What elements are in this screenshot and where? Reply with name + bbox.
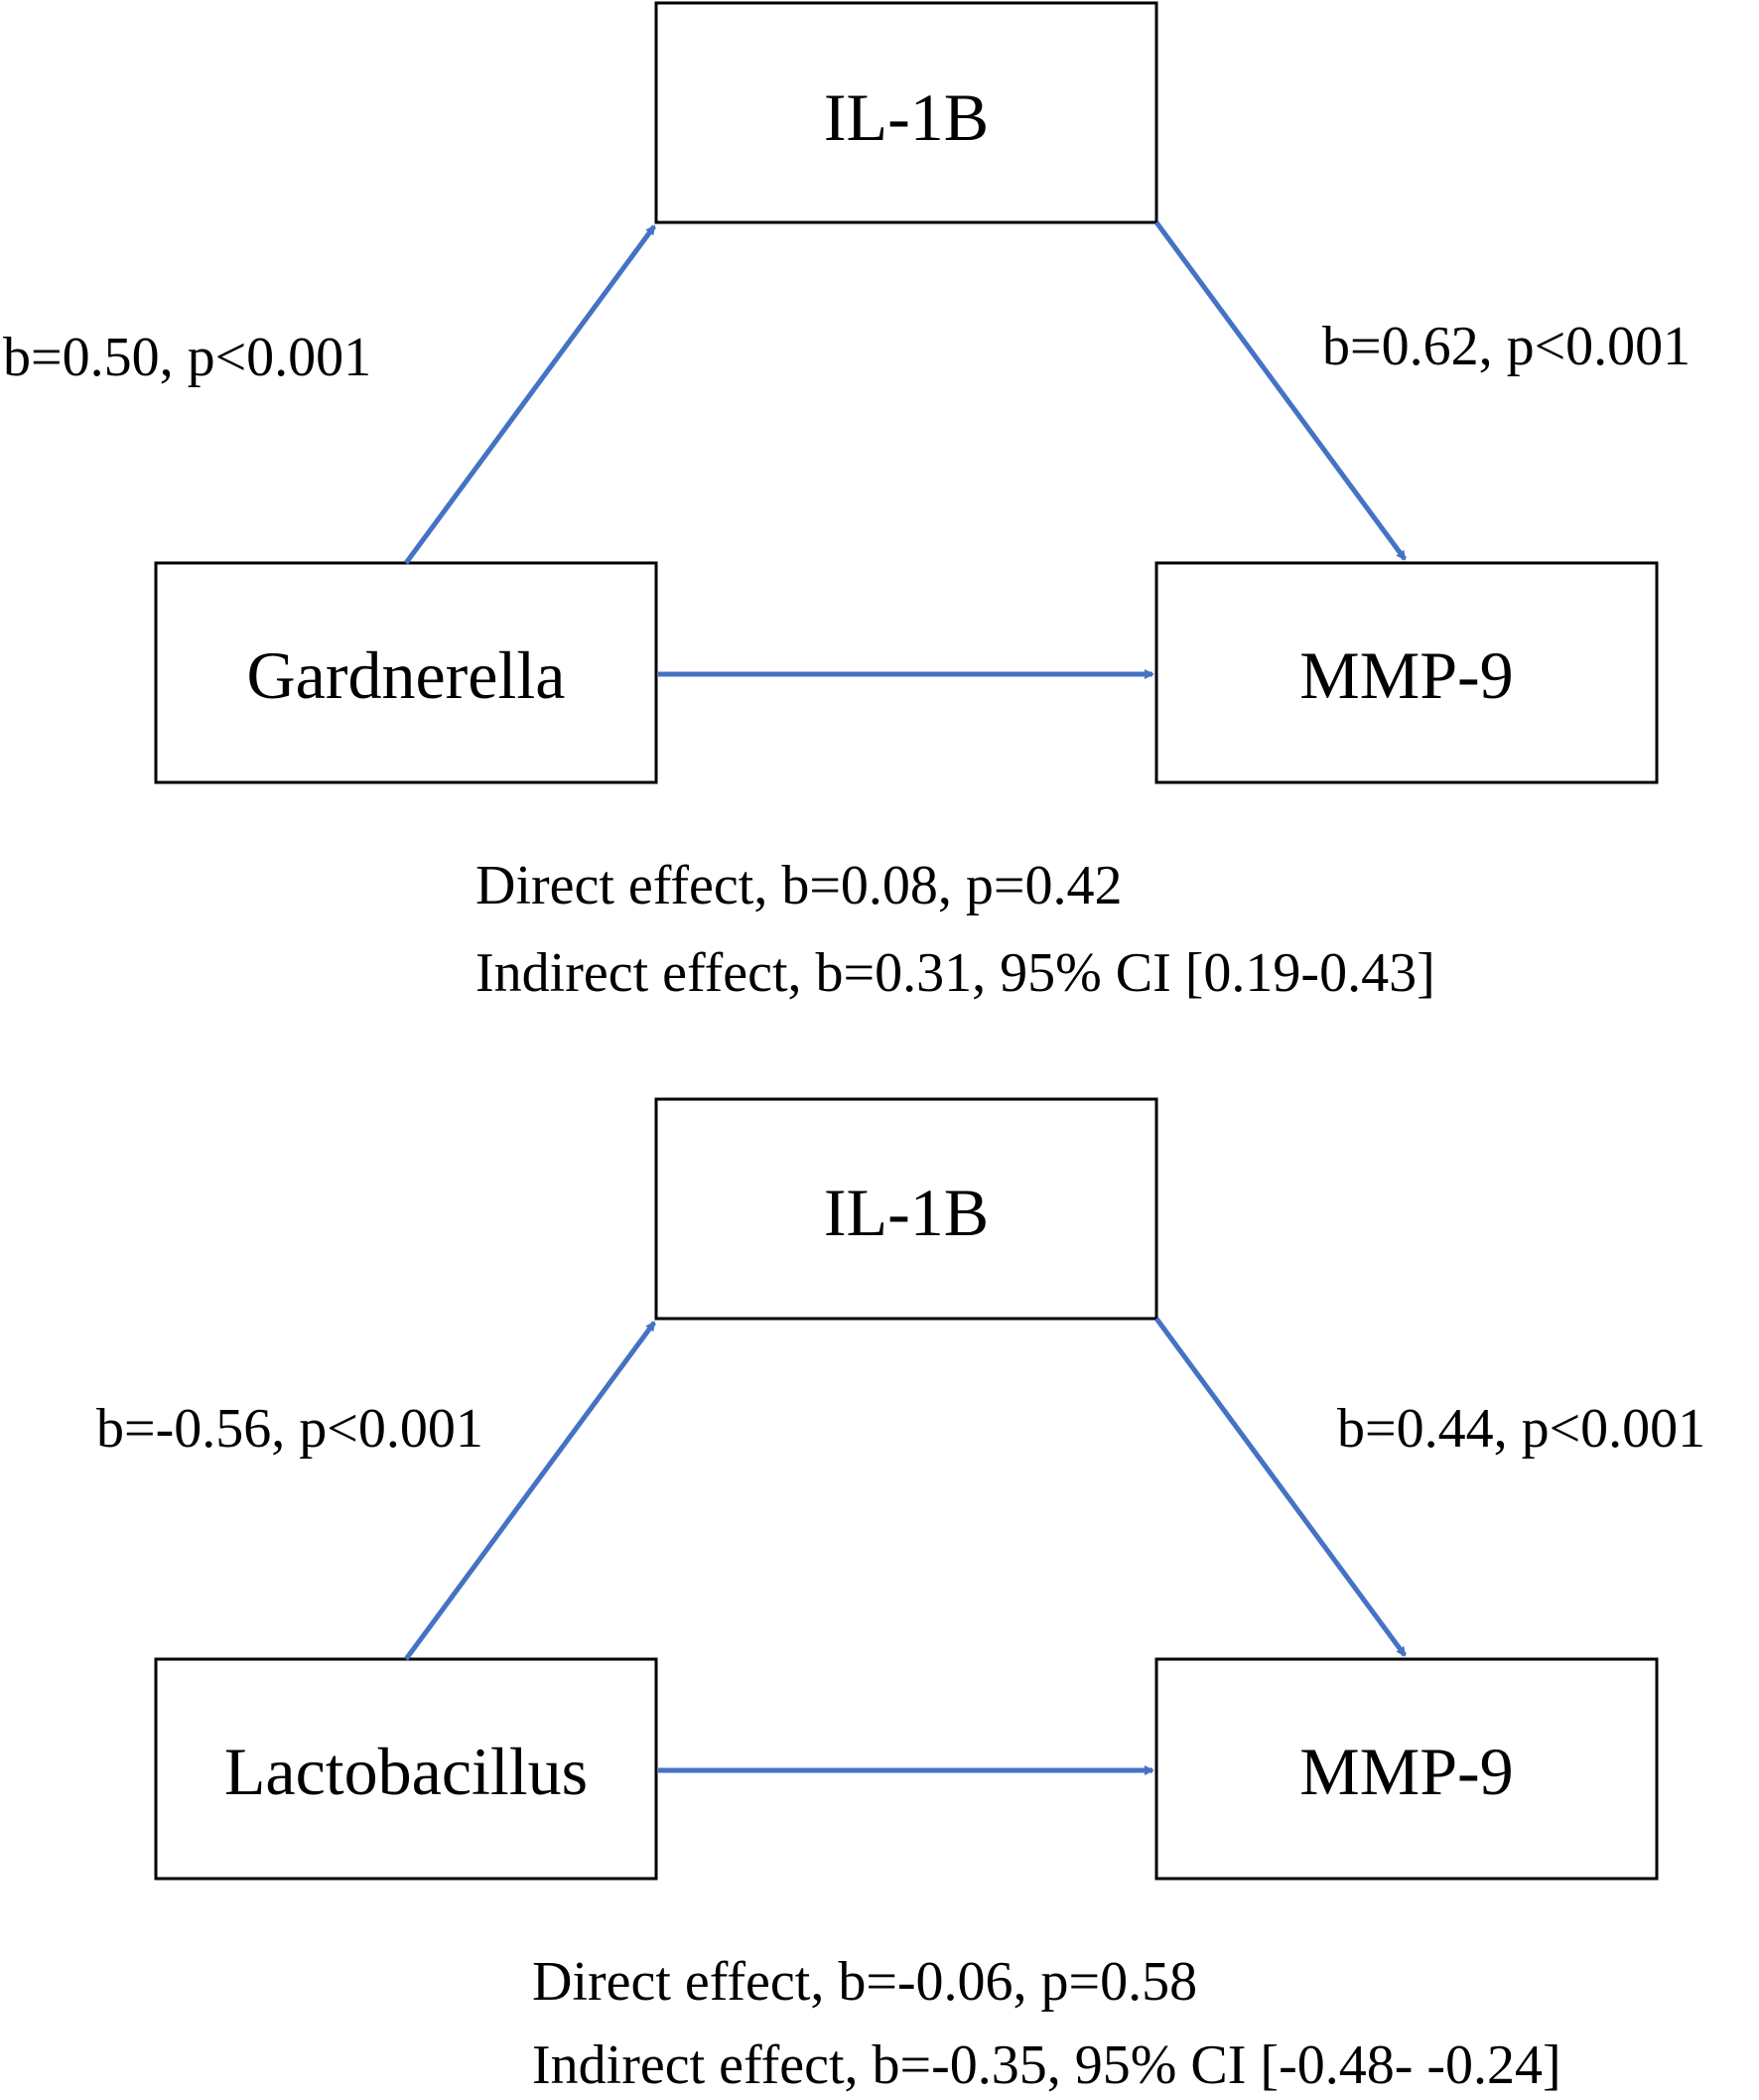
mediation-panel-1: IL-1B Gardnerella MMP-9 b=0.50, p<0.001 … [3,1,1691,1004]
path-b-arrow [1153,220,1408,561]
predictor-node: Lactobacillus [154,1657,658,1881]
outcome-label: MMP-9 [1299,637,1513,713]
predictor-label: Lactobacillus [224,1734,588,1809]
path-a-label: b=-0.56, p<0.001 [96,1398,483,1460]
path-a-arrow [403,224,657,565]
outcome-label: MMP-9 [1299,1734,1513,1809]
mediator-label: IL-1B [824,79,989,155]
mediator-node: IL-1B [654,1,1158,224]
direct-effect-text: Direct effect, b=-0.06, p=0.58 [532,1951,1197,2013]
outcome-node: MMP-9 [1154,1657,1659,1881]
mediator-node: IL-1B [654,1097,1158,1321]
predictor-label: Gardnerella [247,637,566,713]
path-b-arrow [1153,1317,1408,1657]
path-b-label: b=0.62, p<0.001 [1322,316,1691,377]
path-a-label: b=0.50, p<0.001 [3,327,371,388]
outcome-node: MMP-9 [1154,561,1659,784]
mediator-label: IL-1B [824,1175,989,1250]
direct-effect-text: Direct effect, b=0.08, p=0.42 [475,855,1123,916]
mediation-panel-2: IL-1B Lactobacillus MMP-9 b=-0.56, p<0.0… [96,1097,1705,2096]
path-b-label: b=0.44, p<0.001 [1337,1398,1705,1460]
indirect-effect-text: Indirect effect, b=0.31, 95% CI [0.19-0.… [475,942,1435,1004]
predictor-node: Gardnerella [154,561,658,784]
indirect-effect-text: Indirect effect, b=-0.35, 95% CI [-0.48-… [532,2034,1561,2096]
path-a-arrow [403,1321,657,1661]
